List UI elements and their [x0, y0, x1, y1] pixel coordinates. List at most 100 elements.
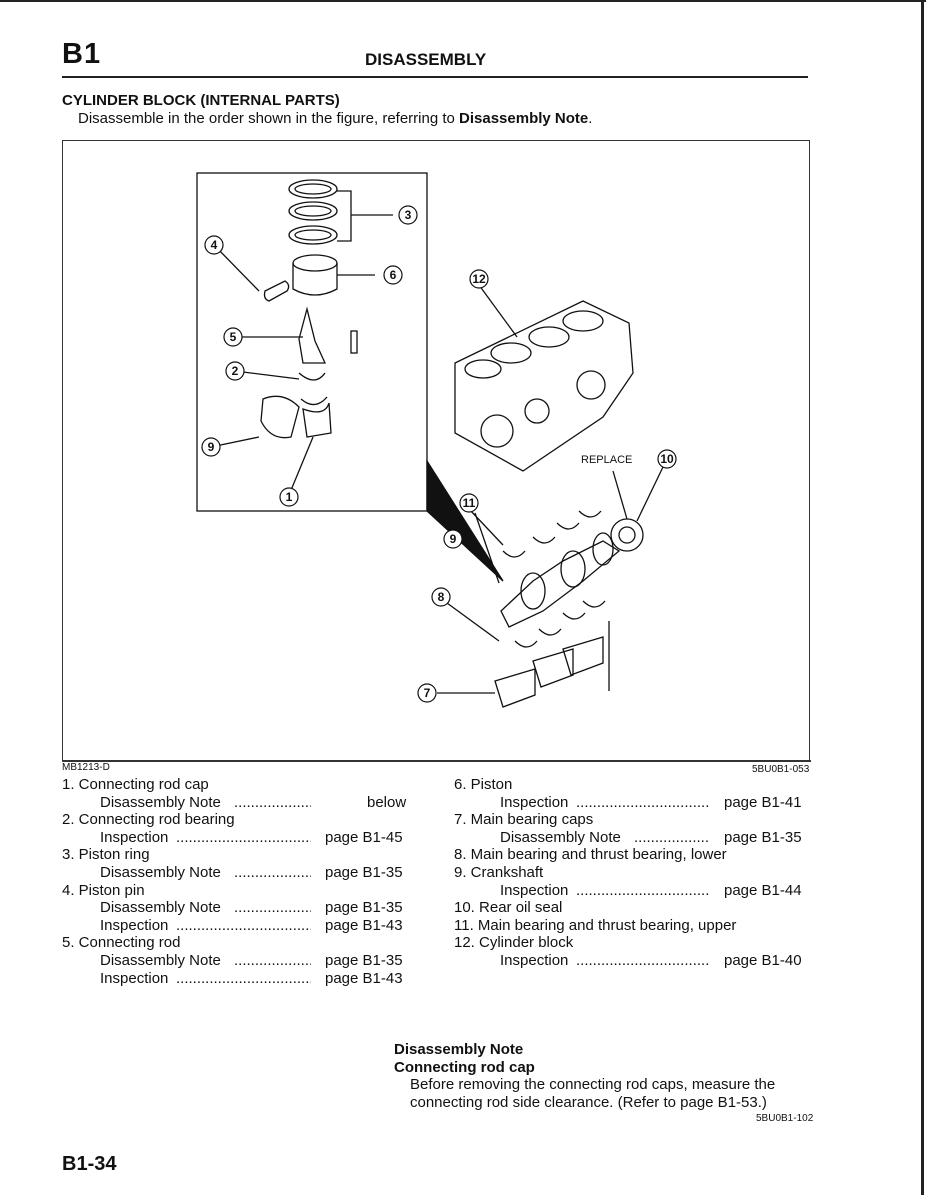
- part-title: 10. Rear oil seal: [454, 899, 563, 917]
- svg-text:9: 9: [208, 440, 215, 454]
- leader-dots: ........................................…: [234, 899, 311, 917]
- part-sub-label: Inspection: [500, 793, 569, 811]
- part-sub-row: Inspection..............................…: [454, 882, 824, 900]
- callout-2: 2: [225, 361, 245, 381]
- leader-dots: ........................................…: [176, 916, 311, 934]
- page-right-border: [921, 0, 924, 1195]
- part-sub-row: Inspection..............................…: [454, 952, 824, 970]
- page-number: B1-34: [62, 1153, 117, 1175]
- part-sub-row: Disassembly Note........................…: [454, 829, 824, 847]
- part-title: 11. Main bearing and thrust bearing, upp…: [454, 916, 737, 934]
- part-sub-label: Inspection: [100, 828, 169, 846]
- leader-dots: ........................................…: [176, 828, 311, 846]
- callout-12: 12: [469, 269, 489, 289]
- part-sub-label: Disassembly Note: [100, 793, 221, 811]
- leader-dots: ........................................…: [634, 828, 710, 846]
- part-sub-label: Disassembly Note: [100, 863, 221, 881]
- svg-text:8: 8: [438, 590, 445, 604]
- inset-pointer: [426, 458, 504, 582]
- part-page-ref: page B1-35: [325, 863, 403, 881]
- callout-9-inset: 9: [201, 437, 221, 457]
- leader-dots: ........................................…: [576, 793, 710, 811]
- part-sub-label: Disassembly Note: [100, 899, 221, 917]
- part-sub-label: Inspection: [100, 916, 169, 934]
- part-sub-row: Inspection..............................…: [62, 917, 422, 935]
- piston-ring-2: [288, 201, 338, 221]
- piston: [292, 254, 338, 272]
- callout-9: 9: [443, 529, 463, 549]
- rear-oil-seal: [610, 518, 644, 552]
- intro-prefix: Disassemble in the order shown in the fi…: [78, 110, 460, 127]
- page-title: DISASSEMBLY: [365, 50, 487, 69]
- part-title: 6. Piston: [454, 776, 513, 793]
- part-page-ref: page B1-43: [325, 916, 403, 934]
- piston-ring-1: [288, 179, 338, 199]
- part-title: 4. Piston pin: [62, 881, 145, 899]
- note-body: Before removing the connecting rod caps,…: [410, 1076, 776, 1111]
- figure-bottom-rule: [62, 760, 811, 762]
- part-title: 7. Main bearing caps: [454, 811, 594, 829]
- figure-code-right: 5BU0B1-053: [752, 764, 810, 775]
- callout-7: 7: [417, 683, 437, 703]
- leader-dots: ........................................…: [576, 951, 710, 969]
- svg-text:6: 6: [390, 268, 397, 282]
- section-id: B1: [62, 38, 102, 70]
- svg-text:5: 5: [230, 330, 237, 344]
- part-title: 1. Connecting rod cap: [62, 776, 209, 793]
- upper-bearing: [502, 550, 526, 558]
- svg-text:12: 12: [472, 272, 486, 286]
- part-sub-label: Disassembly Note: [500, 828, 621, 846]
- part-page-ref: page B1-43: [325, 969, 403, 987]
- callout-6: 6: [383, 265, 403, 285]
- leader-dots: ........................................…: [576, 881, 710, 899]
- part-sub-row: Inspection..............................…: [62, 829, 422, 847]
- note-code: 5BU0B1-102: [756, 1113, 814, 1124]
- svg-text:1: 1: [286, 490, 293, 504]
- crank-snippet: [260, 395, 300, 439]
- svg-text:2: 2: [232, 364, 239, 378]
- part-page-ref: page B1-35: [325, 899, 403, 917]
- main-bearing-cap: [494, 668, 536, 708]
- rod-bearing: [298, 372, 326, 381]
- figure-frame: REPLACE 3 4 6 5 2 9 1 12 10 11 9 8 7: [62, 140, 810, 761]
- part-page-ref: page B1-35: [325, 951, 403, 969]
- part-page-ref: page B1-40: [724, 951, 802, 969]
- part-sub-row: Disassembly Note........................…: [62, 899, 422, 917]
- callout-1: 1: [279, 487, 299, 507]
- part-page-ref: page B1-35: [724, 828, 802, 846]
- svg-text:10: 10: [660, 452, 674, 466]
- part-title: 3. Piston ring: [62, 846, 150, 864]
- callout-10: 10: [657, 449, 677, 469]
- part-title: 5. Connecting rod: [62, 934, 181, 952]
- figure-code-left: MB1213-D: [62, 762, 110, 773]
- piston-pin: [263, 280, 290, 302]
- rod-cap: [302, 402, 332, 438]
- disassembly-note: Disassembly Note Connecting rod cap Befo…: [394, 1041, 824, 1111]
- part-sub-label: Disassembly Note: [100, 951, 221, 969]
- part-page-ref: page B1-41: [724, 793, 802, 811]
- leader-dots: ........................................…: [234, 863, 311, 881]
- part-title: 9. Crankshaft: [454, 863, 544, 881]
- part-sub-row: Disassembly Note........................…: [62, 794, 422, 812]
- crankshaft: [500, 540, 621, 628]
- callout-5: 5: [223, 327, 243, 347]
- svg-text:9: 9: [450, 532, 457, 546]
- svg-text:4: 4: [211, 238, 218, 252]
- callout-11: 11: [459, 493, 479, 513]
- callout-8: 8: [431, 587, 451, 607]
- svg-text:3: 3: [405, 208, 412, 222]
- intro-text: Disassemble in the order shown in the fi…: [78, 110, 592, 127]
- intro-bold: Disassembly Note: [459, 110, 589, 127]
- part-sub-row: Disassembly Note........................…: [62, 952, 422, 970]
- part-page-ref: page B1-44: [724, 881, 802, 899]
- part-page-ref: page B1-45: [325, 828, 403, 846]
- piston-ring-3: [288, 225, 338, 245]
- part-sub-row: Inspection..............................…: [62, 970, 422, 988]
- part-title: 8. Main bearing and thrust bearing, lowe…: [454, 846, 727, 864]
- intro-suffix: .: [588, 110, 593, 127]
- part-sub-row: Disassembly Note........................…: [62, 864, 422, 882]
- exploded-view-illustration: REPLACE 3 4 6 5 2 9 1 12 10 11 9 8 7: [196, 172, 677, 708]
- part-sub-label: Inspection: [500, 881, 569, 899]
- lower-bearing: [514, 640, 538, 648]
